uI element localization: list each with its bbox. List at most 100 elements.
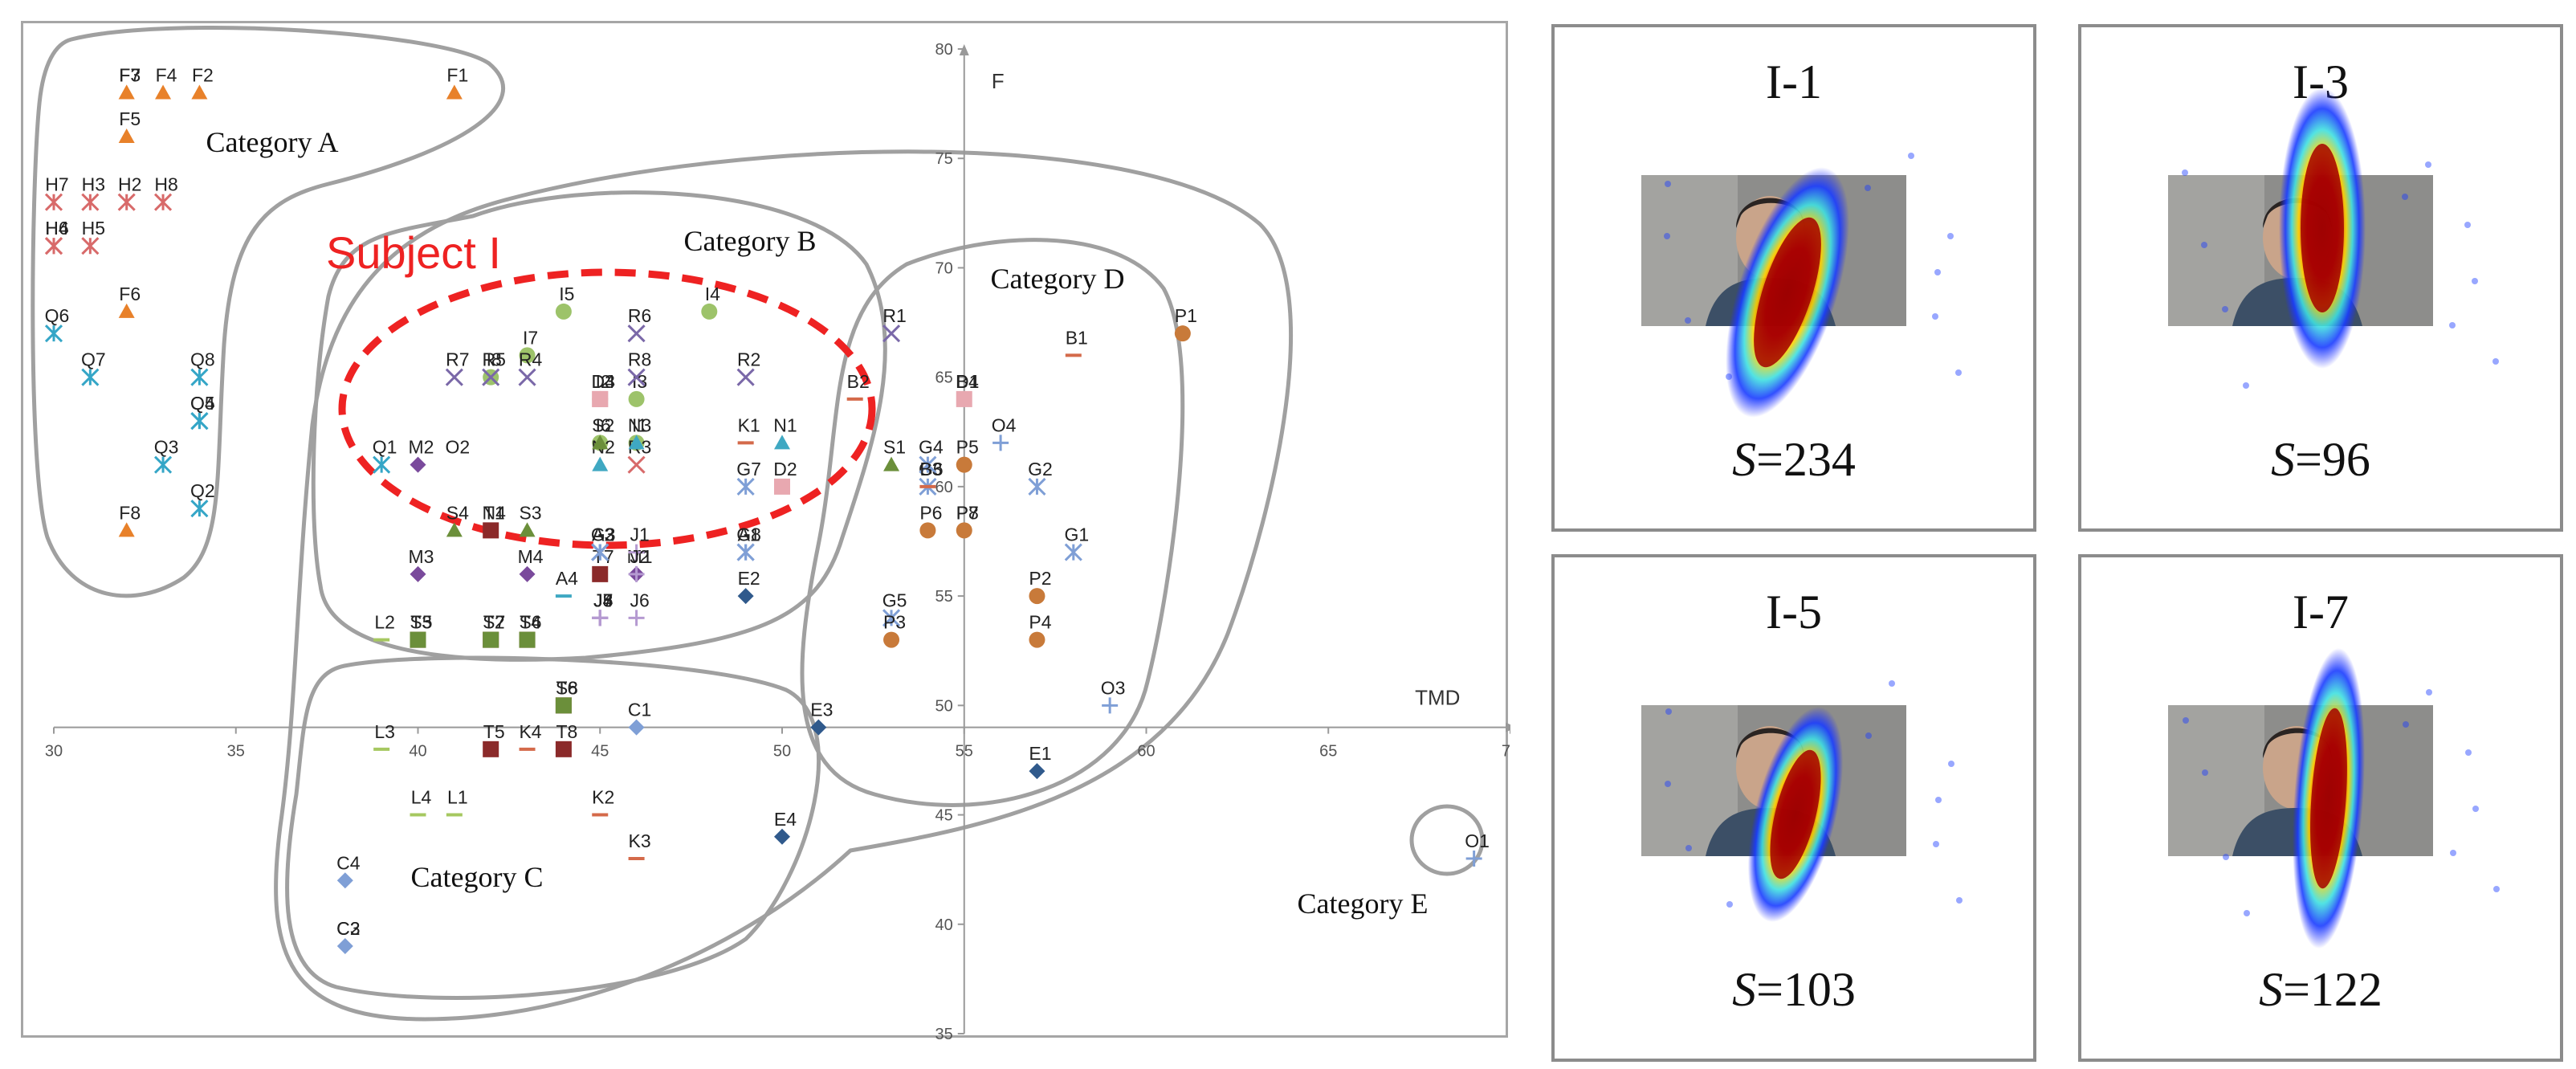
point-label: H6 bbox=[45, 218, 68, 239]
point-label: Q7 bbox=[81, 349, 106, 370]
fixation-dot bbox=[1956, 897, 1963, 904]
point-label: I6 bbox=[596, 414, 611, 435]
point-label: K4 bbox=[519, 721, 541, 742]
point-g2: G2 bbox=[1028, 459, 1053, 496]
marker-square bbox=[410, 631, 426, 648]
category-outlines bbox=[31, 26, 1485, 1022]
point-label: D2 bbox=[773, 459, 797, 479]
point-g1: G1 bbox=[1064, 524, 1089, 561]
point-l2: L2 bbox=[373, 612, 395, 642]
point-label: R2 bbox=[737, 349, 760, 370]
marker-square bbox=[956, 390, 972, 407]
x-tick-label: 40 bbox=[409, 743, 426, 761]
point-e4: E4 bbox=[774, 809, 797, 845]
point-e3: E3 bbox=[810, 700, 833, 736]
fixation-dot bbox=[1947, 233, 1954, 239]
point-c4: C4 bbox=[336, 852, 361, 889]
point-label: K1 bbox=[738, 414, 760, 435]
fixation-dot bbox=[2472, 806, 2479, 812]
point-o1: O1 bbox=[1465, 830, 1490, 867]
point-label: T1 bbox=[483, 502, 505, 523]
subject-i-outline bbox=[338, 268, 876, 549]
marker-diamond bbox=[774, 828, 790, 845]
point-label: M3 bbox=[409, 546, 434, 567]
point-label: S5 bbox=[410, 612, 432, 633]
point-q8: Q8 bbox=[190, 349, 215, 386]
gaze-hot-core bbox=[1754, 217, 1821, 368]
point-c2: C2 bbox=[336, 918, 361, 955]
fixation-dot bbox=[1865, 732, 1872, 739]
fixation-dot bbox=[2465, 749, 2472, 756]
marker-square bbox=[555, 741, 572, 757]
fixation-dot bbox=[2201, 242, 2207, 248]
fixation-dot bbox=[1665, 781, 1671, 787]
point-p3: P3 bbox=[883, 612, 906, 648]
marker-x bbox=[518, 368, 536, 386]
fixation-dot bbox=[2464, 222, 2471, 228]
marker-triangle bbox=[628, 435, 645, 450]
point-h2: H2 bbox=[117, 174, 141, 211]
y-tick-label: 60 bbox=[935, 479, 953, 496]
fixation-dot bbox=[2243, 382, 2249, 389]
marker-diamond bbox=[628, 719, 645, 736]
point-m2: M2 bbox=[409, 437, 434, 473]
marker-circle bbox=[919, 522, 936, 539]
heatmap-panel-2: I-3 S=96 bbox=[2078, 24, 2563, 532]
fixation-dot bbox=[2222, 306, 2228, 312]
marker-star bbox=[44, 193, 63, 211]
marker-star bbox=[44, 324, 63, 343]
y-tick-label: 35 bbox=[935, 1026, 953, 1040]
y-tick-label: 80 bbox=[935, 41, 953, 59]
marker-star bbox=[190, 368, 209, 386]
point-label: F2 bbox=[192, 64, 214, 85]
point-label: A3 bbox=[592, 524, 614, 545]
point-p1: P1 bbox=[1175, 305, 1197, 342]
point-h5: H5 bbox=[81, 218, 105, 255]
marker-diamond bbox=[410, 565, 426, 582]
point-c1: C1 bbox=[628, 700, 651, 736]
marker-x bbox=[627, 324, 646, 343]
point-p5: P5 bbox=[956, 437, 979, 473]
category-c-outline bbox=[285, 655, 821, 1000]
fixation-dot bbox=[2244, 910, 2250, 916]
point-s5: S5 bbox=[410, 612, 433, 648]
point-g7: G7 bbox=[736, 459, 761, 496]
y-axis-title: F bbox=[992, 69, 1005, 93]
fixation-dot bbox=[2403, 721, 2409, 728]
point-g3: G3 bbox=[591, 524, 616, 561]
point-label: P2 bbox=[1029, 568, 1051, 589]
marker-triangle bbox=[446, 522, 463, 537]
point-s1: S1 bbox=[883, 437, 906, 471]
heatmap-panel-4: I-7 S=122 bbox=[2078, 554, 2563, 1062]
marker-x bbox=[627, 368, 646, 386]
marker-star bbox=[882, 609, 901, 627]
point-label: B1 bbox=[1066, 327, 1088, 348]
point-label: O1 bbox=[1465, 830, 1490, 851]
point-label: D4 bbox=[592, 371, 616, 392]
point-n3: N3 bbox=[628, 414, 651, 450]
point-label: Q3 bbox=[154, 437, 179, 458]
point-label: I2 bbox=[596, 371, 611, 392]
point-label: K3 bbox=[629, 830, 651, 851]
point-j8: J8 bbox=[592, 590, 613, 626]
point-label: Q6 bbox=[45, 305, 70, 326]
point-label: O3 bbox=[1101, 677, 1126, 698]
marker-circle bbox=[628, 390, 645, 407]
fixation-dot bbox=[2182, 169, 2188, 176]
point-label: H2 bbox=[118, 174, 141, 195]
fixation-dot bbox=[1955, 369, 1962, 376]
point-label: T5 bbox=[483, 721, 505, 742]
marker-star bbox=[81, 368, 100, 386]
point-label: I5 bbox=[559, 284, 574, 304]
point-label: G2 bbox=[1028, 459, 1053, 479]
fixation-dot bbox=[1865, 185, 1871, 191]
point-s7: S7 bbox=[483, 612, 505, 648]
marker-star bbox=[153, 193, 173, 211]
point-label: T8 bbox=[556, 721, 577, 742]
point-t5: T5 bbox=[483, 721, 505, 757]
fixation-dot bbox=[2450, 850, 2456, 856]
point-label: P1 bbox=[1175, 305, 1197, 326]
marker-plus bbox=[628, 544, 645, 561]
point-h4: H4 bbox=[44, 218, 69, 255]
fixation-dot bbox=[1948, 761, 1954, 767]
